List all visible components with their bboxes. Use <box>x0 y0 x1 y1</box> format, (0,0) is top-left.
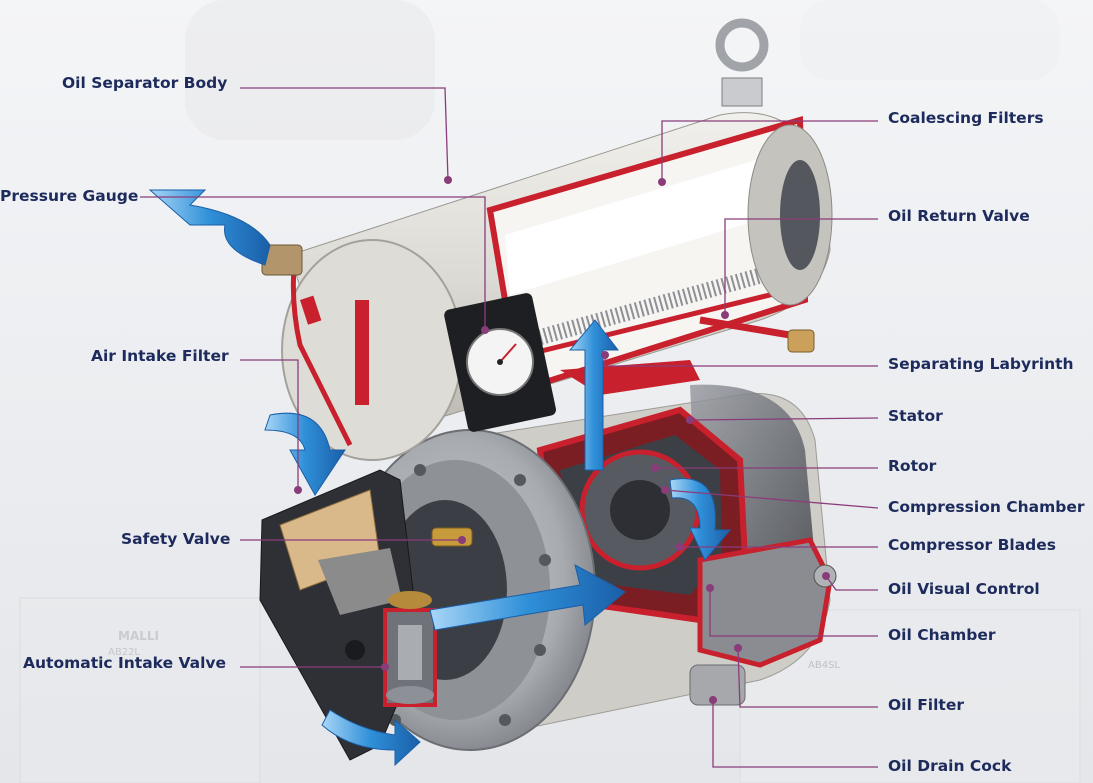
leader-pressure-gauge <box>140 196 486 330</box>
airflow-up-arrow <box>568 319 620 471</box>
leader-oil-drain-cock <box>712 700 878 768</box>
label-oil-chamber: Oil Chamber <box>888 626 996 644</box>
leader-dots <box>294 176 830 704</box>
leader-stator <box>689 417 879 421</box>
label-coalescing-filters: Coalescing Filters <box>888 109 1044 127</box>
background-model-left: AB22L <box>108 647 140 658</box>
label-air-intake-filter: Air Intake Filter <box>91 347 229 365</box>
lifting-eye <box>715 18 769 107</box>
airflow-center-arrow <box>429 564 626 631</box>
airflow-rotor-arrow <box>669 478 732 561</box>
leader-oil-chamber <box>709 588 878 637</box>
label-separating-labyrinth: Separating Labyrinth <box>888 355 1074 373</box>
label-pressure-gauge: Pressure Gauge <box>0 187 139 205</box>
background-model-right: AB4SL <box>808 660 840 671</box>
label-automatic-intake-valve: Automatic Intake Valve <box>23 654 227 672</box>
airflow-arrows <box>148 189 732 767</box>
airflow-outlet-arrow <box>148 189 271 266</box>
leader-oil-return-valve <box>724 218 878 315</box>
oil-filter-body <box>689 664 746 706</box>
oil-separator <box>261 18 833 461</box>
label-oil-visual-control: Oil Visual Control <box>888 580 1040 598</box>
leader-oil-separator-body <box>240 87 449 181</box>
label-oil-filter: Oil Filter <box>888 696 964 714</box>
background-machines <box>19 0 1081 783</box>
background-brand-left: MALLI <box>118 629 159 643</box>
airflow-intake-arrow <box>264 412 346 496</box>
label-safety-valve: Safety Valve <box>121 530 231 548</box>
airflow-lower-arrow <box>321 709 421 767</box>
leader-compression-chamber <box>664 489 879 509</box>
label-compression-chamber: Compression Chamber <box>888 498 1085 516</box>
leader-lines <box>140 87 879 768</box>
leader-oil-visual-control <box>825 575 878 591</box>
automatic-intake-valve <box>383 591 437 707</box>
label-oil-drain-cock: Oil Drain Cock <box>888 757 1012 775</box>
safety-valve-brass <box>431 527 473 547</box>
leader-air-intake-filter <box>240 359 299 490</box>
label-stator: Stator <box>888 407 943 425</box>
separator-coil <box>527 262 783 348</box>
leader-oil-filter <box>737 647 878 708</box>
leader-coalescing-filters <box>661 120 878 182</box>
pressure-gauge <box>444 293 556 432</box>
label-oil-separator-body: Oil Separator Body <box>62 74 228 92</box>
label-compressor-blades: Compressor Blades <box>888 536 1056 554</box>
label-rotor: Rotor <box>888 457 937 475</box>
label-oil-return-valve: Oil Return Valve <box>888 207 1030 225</box>
